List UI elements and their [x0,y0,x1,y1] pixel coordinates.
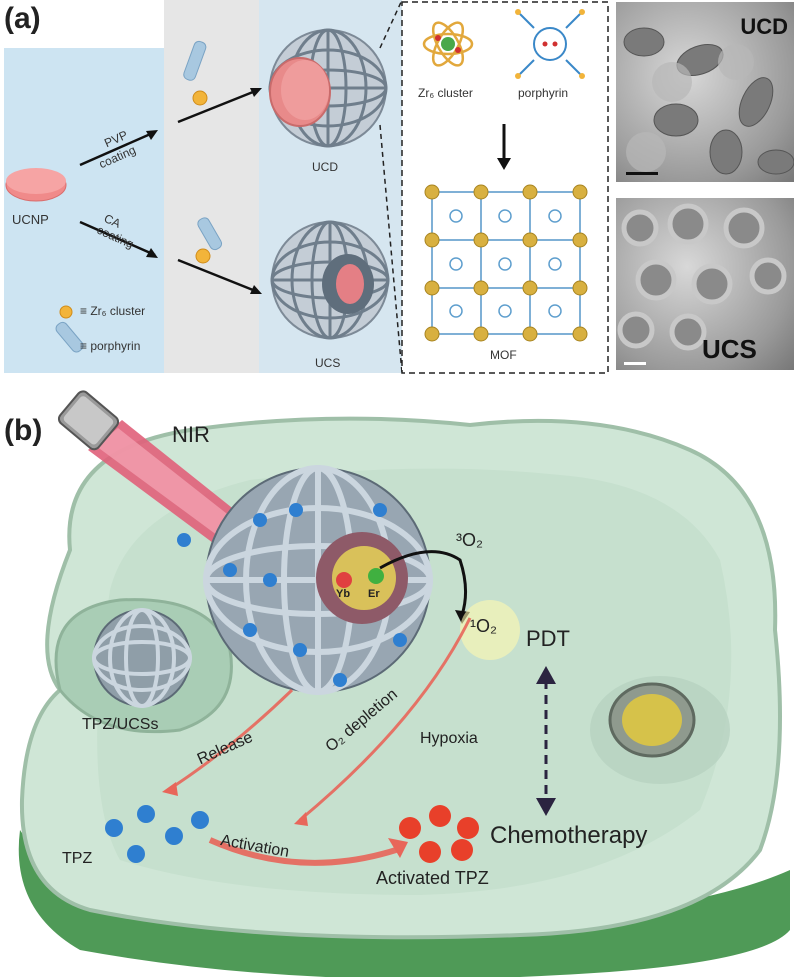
tem-ucd-label: UCD [740,14,788,39]
tem-ucd-particles [623,27,794,175]
legend-porphyrin-icon [55,321,84,353]
legend-cluster-label: ≡ Zr₆ cluster [80,304,146,318]
zr-cluster-icon-2 [195,248,211,264]
singlet-oxygen-glow [460,600,520,660]
pdt-arrowhead [536,666,556,684]
zr-cluster-icon [192,90,208,106]
ucd-arrow [177,88,259,124]
panel-b: (b) NIR ³O₂ ¹O₂ Yb Er PDT TPZ/UCSs Relea… [0,390,797,977]
tpz-ucss-label: TPZ/UCSs [82,716,159,733]
legend-porphyrin-label: ≡ porphyrin [80,339,141,353]
zoom-line-bottom [379,124,403,374]
panel-b-label: (b) [4,414,43,447]
mof-down-arrowhead [497,158,511,170]
panel-a-label: (a) [4,2,41,35]
cell-base [18,830,790,977]
process-arrows [167,617,472,866]
tem-ucs-label: UCS [702,334,757,364]
yb-label: Yb [336,588,351,600]
depletion-arrowhead [294,812,308,826]
ucd-particle [268,28,388,148]
zr-cluster-label: Zr₆ cluster [418,86,473,100]
chemo-arrowhead [536,798,556,816]
tpz-ucs-particle-small [92,608,192,708]
ucs-nanoparticle-large [203,465,433,695]
triplet-oxygen-label: ³O₂ [456,530,483,550]
activated-tpz-label: Activated TPZ [376,868,489,888]
depletion-arrow [299,617,472,822]
release-arrow [167,688,294,792]
release-arrowhead [162,782,178,796]
porphyrin-label: porphyrin [518,86,569,100]
porphyrin-rod-icon [183,40,207,81]
ucnp-disk-top [6,168,66,194]
tem-image-ucd: UCD [616,2,794,182]
tpz-molecules-loaded [177,503,407,687]
ucs-label: UCS [315,356,341,370]
pdt-label: PDT [526,626,570,651]
ca-arrowhead [146,248,158,258]
tpz-label: TPZ [62,850,93,867]
panel-b-illustration [18,390,790,977]
ucs-arrowhead [250,285,262,294]
ucs-particle [270,220,390,340]
hypoxia-label: Hypoxia [420,730,478,747]
ucs-arrow [177,258,259,294]
porphyrin-structure [515,9,585,79]
tem-image-ucs: UCS [616,198,794,370]
ucnp-label: UCNP [12,212,49,227]
activated-tpz-molecules [399,805,479,863]
ca-arrow [79,220,156,257]
organelle [590,676,730,784]
panel-a-schematic [4,0,609,374]
panel-a: (a) [0,0,797,385]
activation-arrow [208,837,397,866]
tem-ucs-particles [617,203,787,365]
chemotherapy-label: Chemotherapy [490,822,648,849]
mof-label: MOF [490,348,517,362]
legend-cluster-icon [59,305,73,319]
porphyrin-rod-icon-2 [197,217,223,251]
ucd-label: UCD [312,160,338,174]
er-dot [368,568,384,584]
bg-ucnp-area [4,48,164,373]
yb-dot [336,572,352,588]
activation-arrowhead [388,838,408,858]
pvp-arrowhead [146,130,158,140]
bg-coating-area [164,0,259,373]
energy-arrow [379,550,467,616]
pvp-arrow [79,130,156,167]
ucd-arrowhead [250,88,262,97]
mof-lattice [424,184,588,342]
singlet-oxygen-label: ¹O₂ [470,616,497,636]
zr6-cluster-structure [422,21,474,67]
tpz-molecules-released [105,805,209,863]
er-label: Er [368,588,380,600]
nir-label: NIR [172,422,210,447]
